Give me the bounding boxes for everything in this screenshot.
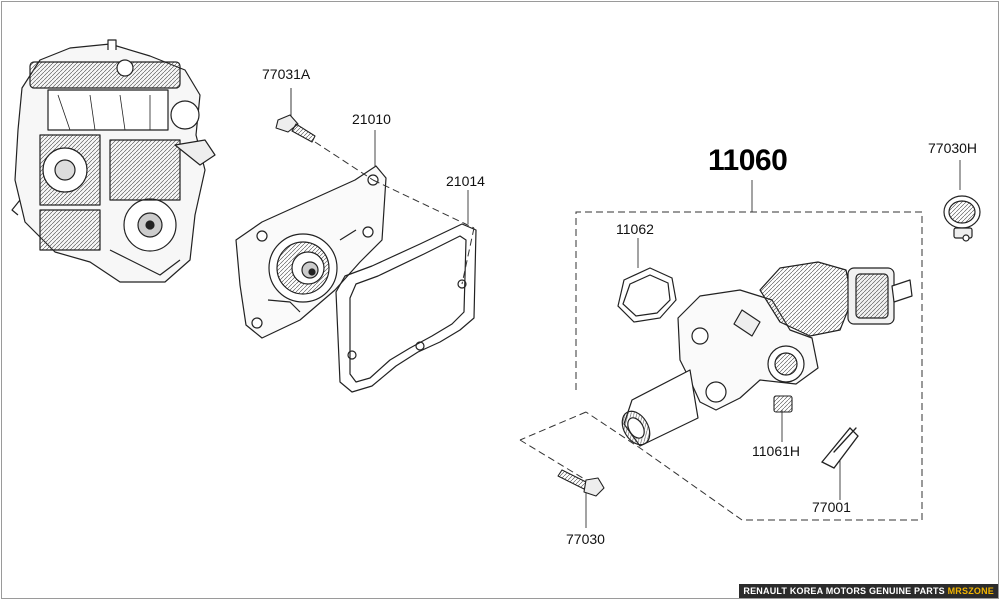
gasket-21014[interactable] [335,223,477,393]
part-label-77030[interactable]: 77030 [566,531,605,547]
footer-brand-text: RENAULT KOREA MOTORS GENUINE PARTS [743,586,945,596]
oring-11062[interactable] [617,267,677,323]
part-label-11062[interactable]: 11062 [616,221,654,237]
footer-site-text: MRSZONE [947,586,994,596]
footer-watermark: RENAULT KOREA MOTORS GENUINE PARTS MRSZO… [739,584,998,598]
part-label-21014[interactable]: 21014 [446,173,485,189]
bolt-77031A[interactable] [275,88,316,143]
bolt-77030[interactable] [557,469,605,497]
water-pump-21010[interactable] [235,165,387,339]
assembly-label-11060[interactable]: 11060 [708,144,788,177]
leader-77031A-21010-21014 [314,141,475,285]
assembly-11060-outline [519,211,923,521]
part-label-11061H[interactable]: 11061H [752,443,801,459]
part-label-77031A[interactable]: 77031A [262,66,311,82]
part-label-77030H[interactable]: 77030H [928,140,978,156]
part-label-77001[interactable]: 77001 [812,499,851,515]
label-leaders [374,130,961,528]
clip-77001[interactable] [820,427,859,469]
hose-clamp-77030H[interactable] [943,195,981,242]
engine-illustration [11,39,216,283]
filter-11061H[interactable] [773,395,793,413]
thermostat-housing-11060[interactable] [617,261,913,450]
part-label-21010[interactable]: 21010 [352,111,391,127]
